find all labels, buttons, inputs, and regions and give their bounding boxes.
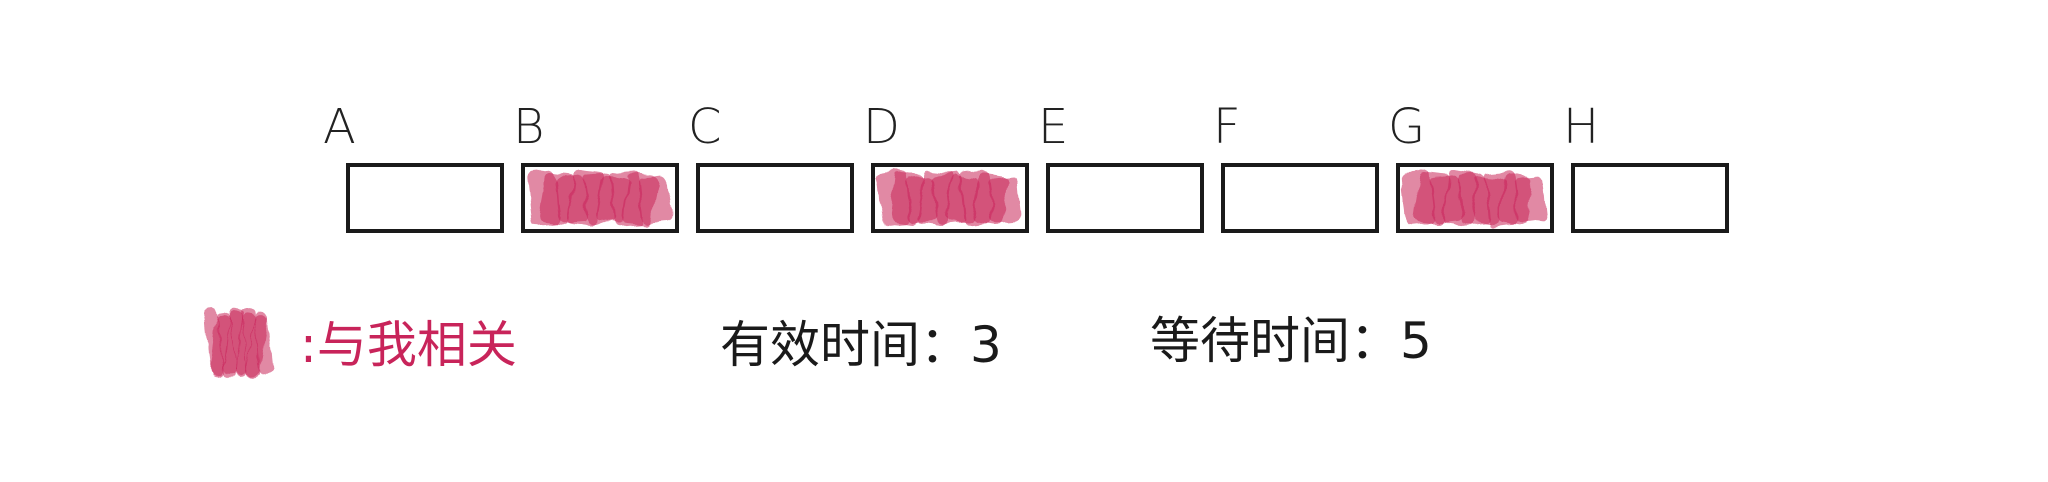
effective-time-text: 有效时间：3: [720, 316, 1002, 374]
slot-label-b: B: [513, 99, 544, 155]
slot-label-h: H: [1563, 99, 1599, 155]
waiting-time-text: 等待时间：5: [1150, 312, 1432, 370]
slot-label-g: G: [1388, 99, 1425, 155]
legend: :与我相关: [204, 308, 517, 378]
legend-swatch: [204, 308, 273, 378]
time-slots: A B C D E F G H: [323, 99, 1729, 233]
slot-label-c: C: [688, 99, 722, 155]
slot-box-e: [1046, 163, 1204, 233]
slot-box-a: [346, 163, 504, 233]
slot-box-c: [696, 163, 854, 233]
legend-label: :与我相关: [300, 316, 517, 374]
slot-label-a: A: [323, 99, 356, 155]
slot-highlight-g: [1401, 169, 1546, 227]
slot-label-f: F: [1213, 99, 1241, 155]
legend-swatch-scribble: [204, 308, 273, 378]
slot-box-f: [1221, 163, 1379, 233]
slot-label-e: E: [1038, 99, 1068, 155]
slot-label-d: D: [863, 99, 900, 155]
slot-box-h: [1571, 163, 1729, 233]
slot-highlight-b: [526, 169, 671, 227]
slot-highlight-d: [876, 169, 1021, 227]
